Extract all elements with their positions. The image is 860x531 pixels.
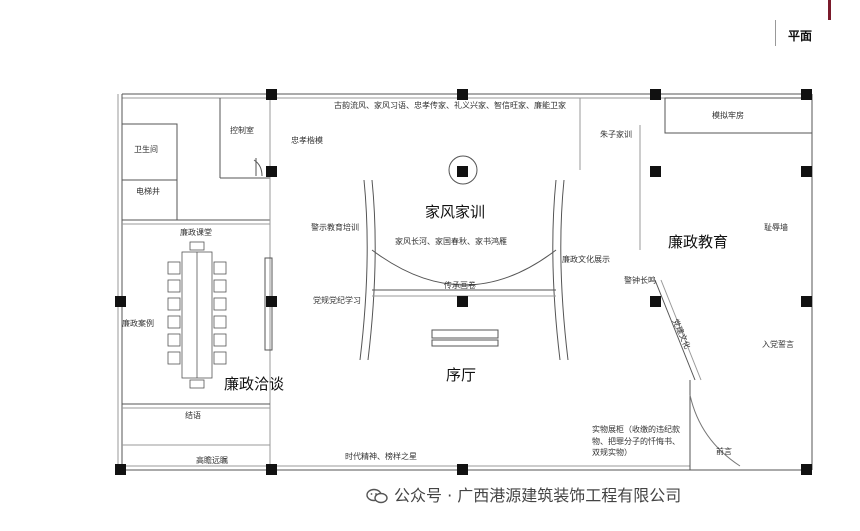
label-party-oath: 入党誓言 (762, 340, 794, 349)
zone-clean-talk: 廉政洽谈 (224, 375, 285, 393)
label-alarm-bell: 警钟长鸣 (624, 276, 656, 285)
header-accent-bar (828, 0, 831, 20)
room-clean-cases: 廉政案例 (122, 319, 154, 328)
label-loyalty-model: 忠孝楷模 (291, 136, 323, 145)
room-clean-classroom: 廉政课堂 (180, 228, 212, 237)
label-heritage-scroll: 传承画卷 (444, 281, 476, 290)
room-simulated-cell: 模拟牢房 (712, 111, 744, 120)
central-arc-structure (359, 155, 569, 361)
label-preface: 前言 (716, 447, 732, 456)
conference-table (167, 241, 227, 389)
label-party-study: 党规党纪学习 (313, 296, 361, 305)
page-title: 平面 (788, 29, 813, 43)
watermark-text: 公众号 · 广西港源建筑装饰工程有限公司 (394, 486, 682, 505)
label-family-river: 家风长河、家国春秋、家书鸿雁 (395, 237, 507, 246)
label-exhibit-cabinet: 实物展柜（收缴的违纪款物、把罪分子的忏悔书、双规实物） (592, 425, 680, 458)
watermark: 公众号 · 广西港源建筑装饰工程有限公司 (366, 482, 681, 506)
label-warning-edu: 警示教育培训 (311, 223, 359, 232)
header-divider (775, 20, 776, 46)
room-control: 控制室 (230, 126, 254, 135)
room-zhuzi-training: 朱子家训 (600, 130, 632, 139)
label-spirit-models: 时代精神、榜样之星 (345, 452, 417, 461)
label-clean-culture: 廉政文化展示 (562, 255, 610, 264)
zone-main-lobby: 序厅 (446, 366, 477, 384)
zone-clean-education: 廉政教育 (668, 233, 729, 251)
structural-columns (115, 89, 812, 475)
diagonal-partition (654, 279, 696, 381)
label-future-outlook: 高瞻远瞩 (196, 456, 228, 465)
wechat-icon (366, 488, 388, 504)
room-elevator: 电梯井 (136, 187, 160, 196)
label-reflection-wall: 耻辱墙 (764, 223, 788, 232)
room-restroom: 卫生间 (134, 145, 158, 154)
simulated-cell-room (664, 97, 813, 134)
label-closing: 结语 (185, 411, 201, 420)
label-top-banner: 古韵流风、家风习语、忠孝传家、礼义兴家、智信旺家、廉能卫家 (334, 101, 566, 110)
service-block (121, 123, 178, 221)
zone-family-training: 家风家训 (425, 203, 486, 221)
